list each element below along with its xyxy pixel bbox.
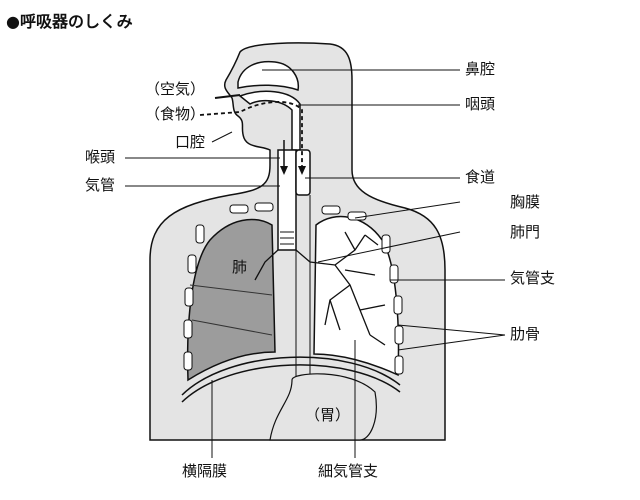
label-esophagus: 食道 (465, 168, 496, 186)
air-path-line (214, 94, 241, 99)
left-lung (186, 218, 276, 382)
lung-lobe-lines (189, 284, 273, 336)
label-larynx: 喉頭 (85, 148, 116, 166)
ribs (183, 202, 404, 375)
label-diaphragm: 横隔膜 (182, 462, 228, 480)
label-pleura: 胸膜 (510, 193, 541, 211)
label-stomach: （胃） (305, 406, 351, 424)
label-bronchus: 気管支 (510, 269, 556, 287)
label-bronchiole: 細気管支 (318, 462, 379, 480)
label-hilum: 肺門 (510, 223, 541, 241)
label-lung: 肺 (232, 258, 248, 276)
label-trachea: 気管 (85, 176, 116, 194)
food-arrowhead-icon (298, 166, 306, 175)
nasal-cavity-shape (237, 60, 300, 91)
stomach-shape (269, 373, 377, 441)
trachea-rings (280, 231, 294, 245)
bronchial-tree (254, 231, 386, 346)
label-air: （空気） (145, 80, 206, 98)
trachea-tube (277, 149, 297, 251)
label-ribs: 肋骨 (510, 325, 541, 343)
label-food: （食物） (145, 105, 206, 123)
food-path-line (199, 101, 303, 168)
diaphragm-line (181, 364, 401, 403)
label-nasal-cavity: 鼻腔 (465, 60, 496, 78)
leader-lines (125, 69, 506, 458)
diaphragm-line (181, 356, 401, 396)
diagram-title: ●呼吸器のしくみ (6, 12, 133, 31)
label-oral-cavity: 口腔 (175, 133, 206, 151)
label-pharynx: 咽頭 (465, 95, 496, 113)
air-arrowhead-icon (280, 166, 288, 175)
